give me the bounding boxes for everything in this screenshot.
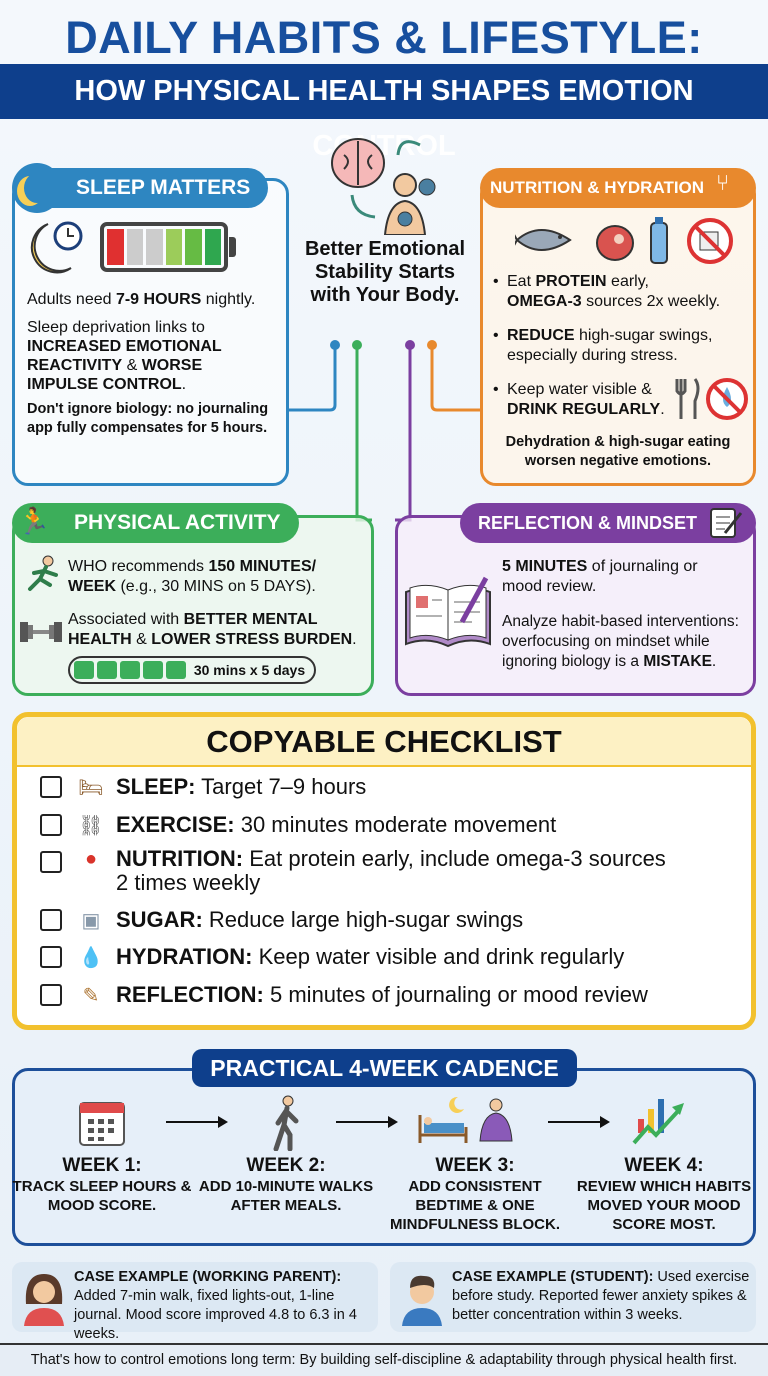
fish-icon (515, 229, 572, 251)
moon-clock-icon (30, 221, 83, 274)
week-label: WEEK 1: (62, 1155, 142, 1176)
checkbox[interactable] (40, 946, 62, 968)
week-step: WEEK 2:ADD 10-MINUTE WALKS AFTER MEALS. (196, 1155, 376, 1215)
arrow-icon (336, 1116, 398, 1128)
checklist-item-text: SUGAR: Reduce large high-sugar swings (116, 907, 524, 932)
footer-text: That's how to control emotions long term… (0, 1343, 768, 1376)
week-label: WEEK 4: (624, 1155, 704, 1176)
dumbbell-icon (20, 622, 62, 642)
page-title: DAILY HABITS & LIFESTYLE: (65, 12, 703, 63)
sleep-biology-note: Don't ignore biology: no journaling app … (27, 401, 269, 436)
activity-who-text: WHO recommends 150 MINUTES/ WEEK (e.g., … (68, 558, 317, 595)
progress-segment (74, 661, 94, 679)
brain-body-icon (331, 138, 436, 235)
sleep-battery-gauge (100, 222, 228, 272)
reflection-minutes-text: 5 MINUTES of journaling or mood review. (502, 558, 698, 595)
bed-meditation-icon (418, 1096, 513, 1143)
reflection-analysis-text: Analyze habit-based interventions: overf… (502, 613, 739, 670)
checkbox[interactable] (40, 851, 62, 873)
water-drop-icon: 💧 (78, 946, 104, 969)
checkbox[interactable] (40, 984, 62, 1006)
case-working-parent: CASE EXAMPLE (WORKING PARENT): Added 7-m… (12, 1262, 378, 1342)
progress-segment (166, 661, 186, 679)
week-description: TRACK SLEEP HOURS & MOOD SCORE. (12, 1178, 192, 1214)
nutrition-note: Dehydration & high-sugar eating worsen n… (505, 434, 731, 469)
apple-icon: ● (84, 847, 98, 870)
checkbox[interactable] (40, 814, 62, 836)
water-bottle-icon (650, 217, 668, 264)
cadence-card (12, 1068, 756, 1246)
food-icons (515, 217, 733, 264)
week-description: ADD CONSISTENT BEDTIME & ONE MINDFULNESS… (390, 1178, 560, 1233)
week-label: WEEK 3: (435, 1155, 515, 1176)
checklist-item-text: NUTRITION: Eat protein early, include om… (116, 846, 666, 895)
checklist-item-text: EXERCISE: 30 minutes moderate movement (116, 812, 557, 837)
subtitle-banner: HOW PHYSICAL HEALTH SHAPES EMOTION CONTR… (0, 64, 768, 162)
checklist-item-text: HYDRATION: Keep water visible and drink … (116, 944, 625, 969)
checklist-title: COPYABLE CHECKLIST (17, 717, 751, 767)
progress-segment (120, 661, 140, 679)
nutrition-header: NUTRITION & HYDRATION (480, 168, 756, 208)
week-label: WEEK 2: (246, 1155, 326, 1176)
nutrition-water-bullet: Keep water visible & DRINK REGULARLY. (493, 380, 673, 420)
open-book-icon (405, 576, 491, 648)
walking-person-icon (273, 1095, 299, 1151)
moon-zz-icon (12, 163, 62, 213)
week-description: REVIEW WHICH HABITS MOVED YOUR MOOD SCOR… (576, 1178, 752, 1233)
checklist-item: ▣ SUGAR: Reduce large high-sugar swings (40, 905, 676, 935)
activity-progress-bar: 30 mins x 5 days (68, 656, 316, 684)
checklist-item: 💧 HYDRATION: Keep water visible and drink… (40, 942, 676, 972)
man-avatar-icon (402, 1275, 442, 1326)
notepad-icon: ✎ (82, 984, 100, 1007)
checklist-item-text: REFLECTION: 5 minutes of journaling or m… (116, 982, 648, 1007)
week-step: WEEK 3:ADD CONSISTENT BEDTIME & ONE MIND… (385, 1155, 565, 1234)
arrow-icon (548, 1116, 610, 1128)
activity-bar-label: 30 mins x 5 days (193, 662, 306, 678)
nutrition-protein-bullet: Eat PROTEIN early,OMEGA-3 sources 2x wee… (493, 272, 748, 312)
center-tagline: Better Emotional Stability Starts with Y… (304, 238, 466, 306)
activity-header: PHYSICAL ACTIVITY (12, 503, 299, 543)
woman-avatar-icon (24, 1274, 64, 1326)
sugar-cubes-icon: ▣ (81, 909, 101, 932)
steak-icon (596, 225, 634, 261)
case-student: CASE EXAMPLE (STUDENT): Used exercise be… (390, 1262, 756, 1332)
dumbbell-icon: ⛓ (78, 814, 104, 837)
progress-segment (97, 661, 117, 679)
nutrition-sugar-bullet: REDUCE high-sugar swings, especially dur… (493, 326, 713, 366)
week-description: ADD 10-MINUTE WALKS AFTER MEALS. (198, 1178, 374, 1214)
checklist-item: ⛓ EXERCISE: 30 minutes moderate movement (40, 810, 676, 840)
week-step: WEEK 1:TRACK SLEEP HOURS & MOOD SCORE. (12, 1155, 192, 1215)
runner-icon: 🏃 (17, 506, 51, 536)
progress-segment (143, 661, 163, 679)
growth-chart-icon (632, 1099, 684, 1145)
checklist-item: ● NUTRITION: Eat protein early, include o… (40, 847, 676, 903)
fork-water-icon: ⑂ (716, 170, 730, 195)
utensils-no-water-icon (675, 378, 748, 420)
checklist-item: 🛏 SLEEP: Target 7–9 hours (40, 772, 676, 802)
no-sugar-icon (687, 218, 733, 264)
checkbox[interactable] (40, 776, 62, 798)
checklist-item-text: SLEEP: Target 7–9 hours (116, 774, 367, 799)
reflection-header: REFLECTION & MINDSET (460, 503, 756, 543)
calendar-icon (79, 1102, 125, 1146)
sleep-hours-text: Adults need 7-9 HOURS nightly. (27, 291, 256, 308)
bed-icon: 🛏 (78, 776, 104, 799)
checklist-item: ✎ REFLECTION: 5 minutes of journaling or … (40, 980, 676, 1010)
arrow-icon (166, 1116, 228, 1128)
running-person-icon (28, 555, 58, 591)
activity-benefits-text: Associated with BETTER MENTAL HEALTH & L… (68, 611, 357, 648)
cadence-title: PRACTICAL 4-WEEK CADENCE (192, 1049, 577, 1087)
checkbox[interactable] (40, 909, 62, 931)
journal-pen-icon (710, 508, 743, 538)
week-step: WEEK 4:REVIEW WHICH HABITS MOVED YOUR MO… (574, 1155, 754, 1234)
